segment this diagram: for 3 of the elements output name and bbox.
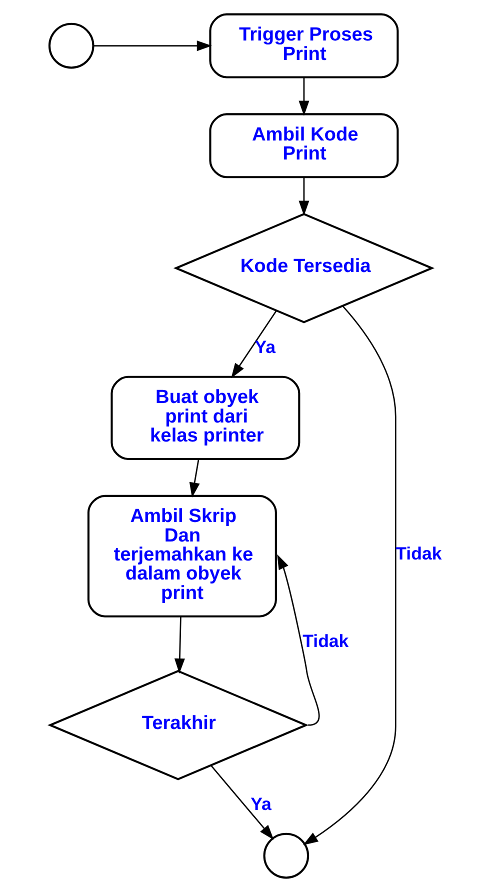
edge-label: Ya bbox=[254, 336, 275, 357]
edge-label: Tidak bbox=[302, 630, 348, 651]
edge-label: Ya bbox=[250, 794, 271, 814]
